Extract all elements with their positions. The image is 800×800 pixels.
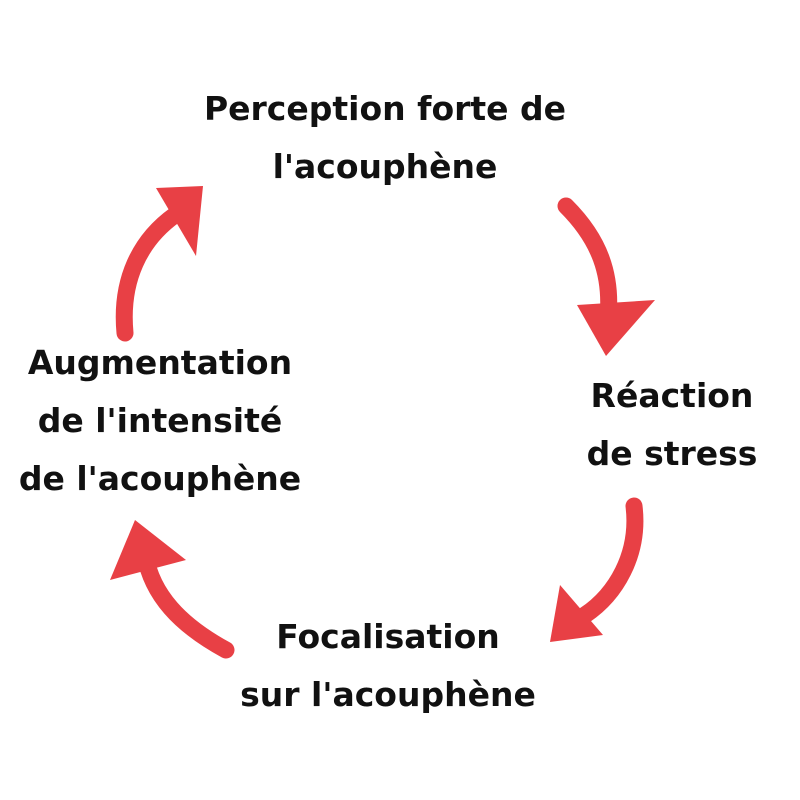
arrow-perception-to-stress xyxy=(557,197,655,356)
node-augmentation: Augmentation de l'intensité de l'acouphè… xyxy=(19,334,301,508)
node-augmentation-line-2: de l'intensité xyxy=(37,401,283,440)
node-focalisation: Focalisation sur l'acouphène xyxy=(240,608,536,724)
node-augmentation-line-3: de l'acouphène xyxy=(18,459,302,498)
node-focalisation-line-2: sur l'acouphène xyxy=(240,675,536,714)
arrow-stress-to-focalisation xyxy=(550,497,644,642)
node-perception-line-2: l'acouphène xyxy=(272,147,498,186)
arrow-focalisation-to-augmentation xyxy=(110,520,235,659)
node-perception: Perception forte de l'acouphène xyxy=(204,80,566,196)
node-stress-line-1: Réaction xyxy=(590,376,754,415)
node-perception-line-1: Perception forte de xyxy=(203,89,567,128)
arrow-augmentation-to-perception xyxy=(115,186,203,342)
node-stress-line-2: de stress xyxy=(586,434,758,473)
node-augmentation-line-1: Augmentation xyxy=(27,343,293,382)
node-focalisation-line-1: Focalisation xyxy=(276,617,500,656)
node-stress: Réaction de stress xyxy=(587,367,758,483)
